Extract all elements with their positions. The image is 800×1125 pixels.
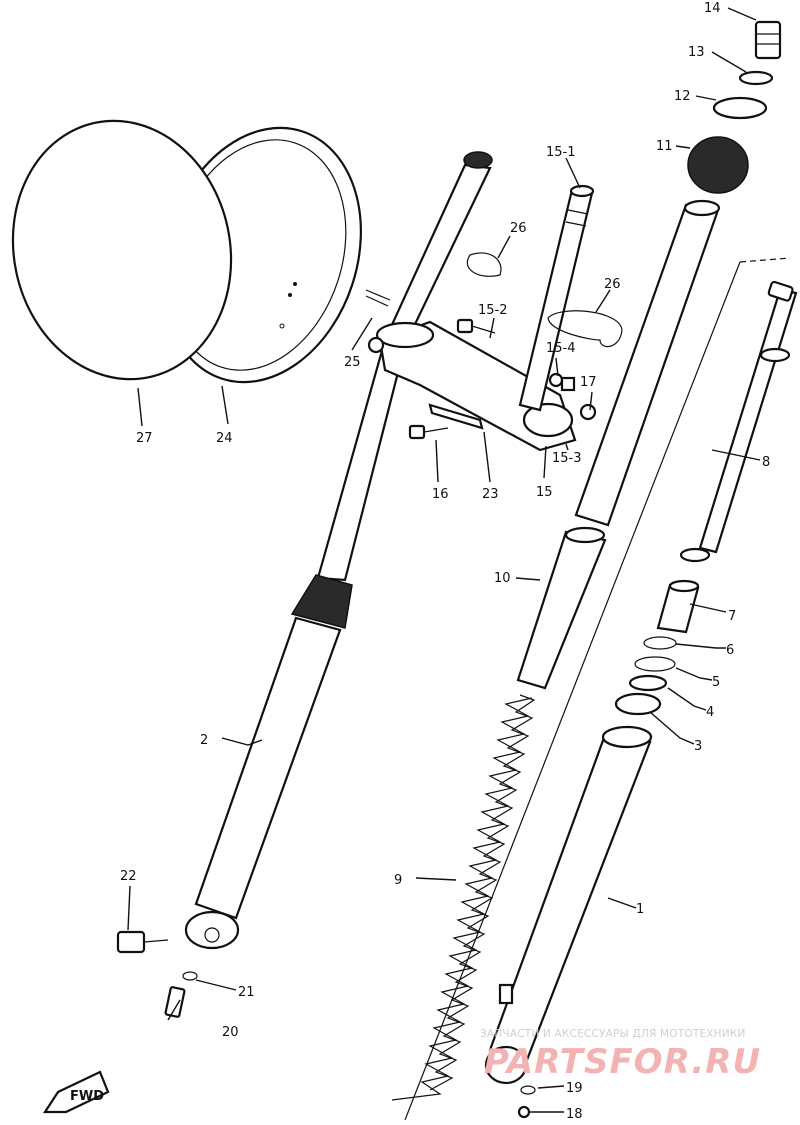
callout-17: 17 — [580, 375, 597, 390]
headlight-lens-27 — [11, 119, 233, 381]
callout-24: 24 — [216, 431, 233, 446]
callout-10: 10 — [494, 571, 511, 586]
nut-15-3 — [560, 376, 576, 392]
callout-8: 8 — [762, 455, 770, 470]
bolt-18 — [517, 1105, 531, 1119]
site-watermark: ЗАПЧАСТИ И АКСЕССУАРЫ ДЛЯ МОТОТЕХНИКИ PA… — [480, 1028, 798, 1088]
callout-14: 14 — [704, 1, 721, 16]
damper-rod-8 — [679, 280, 798, 563]
o-rings-26 — [466, 252, 623, 348]
callout-labels: 1 2 3 4 5 6 7 8 9 10 11 12 13 14 15 15-1… — [120, 1, 770, 1122]
callout-1: 1 — [636, 902, 644, 917]
lower-bracket-15 — [367, 320, 577, 452]
steering-stem-15-1 — [518, 184, 595, 412]
callout-4: 4 — [706, 705, 714, 720]
callout-15: 15 — [536, 485, 553, 500]
spacer-7 — [656, 579, 700, 634]
callout-13: 13 — [688, 45, 705, 60]
callout-9: 9 — [394, 873, 402, 888]
bolt-22 — [116, 930, 169, 954]
dust-seal-11 — [687, 136, 749, 194]
bolt-20 — [164, 986, 186, 1018]
bolt-16 — [408, 424, 449, 440]
cap-bolt-14 — [754, 20, 782, 60]
callout-6: 6 — [726, 643, 734, 658]
callout-27: 27 — [136, 431, 153, 446]
washer-19 — [520, 1085, 536, 1095]
callout-15-2: 15-2 — [478, 303, 508, 318]
seal-3 — [614, 692, 662, 716]
assembly-guide-line — [404, 257, 791, 1121]
washer-5 — [634, 656, 676, 672]
callout-2: 2 — [200, 733, 208, 748]
callout-22: 22 — [120, 869, 137, 884]
nut-17 — [579, 403, 597, 421]
callout-25: 25 — [344, 355, 361, 370]
right-fork-outer-tube-1 — [484, 725, 653, 1085]
ring-13 — [738, 70, 774, 86]
callout-3: 3 — [694, 739, 702, 754]
watermark-caption: ЗАПЧАСТИ И АКСЕССУАРЫ ДЛЯ МОТОТЕХНИКИ — [480, 1028, 746, 1040]
leader-lines — [127, 7, 761, 1113]
callout-21: 21 — [238, 985, 255, 1000]
callout-26-right: 26 — [604, 277, 621, 292]
callout-16: 16 — [432, 487, 449, 502]
callout-15-3: 15-3 — [552, 451, 582, 466]
callout-11: 11 — [656, 139, 673, 154]
callout-15-1: 15-1 — [546, 145, 576, 160]
watermark-logo: PARTSFOR.RU — [484, 1042, 762, 1082]
fork-spring-9 — [391, 694, 536, 1101]
callout-23: 23 — [482, 487, 499, 502]
callout-26-upper: 26 — [510, 221, 527, 236]
left-fork-leg-2 — [184, 151, 493, 950]
callout-18: 18 — [566, 1107, 583, 1122]
clamp-23 — [428, 403, 484, 430]
washer-12 — [712, 96, 768, 120]
clip-6 — [643, 636, 677, 650]
fwd-arrow-icon: FWD — [42, 1070, 110, 1114]
callout-12: 12 — [674, 89, 691, 104]
washer-21 — [182, 971, 198, 981]
clip-25 — [365, 289, 391, 307]
callout-19: 19 — [566, 1081, 583, 1096]
callout-5: 5 — [712, 675, 720, 690]
bolt-15-2 — [456, 318, 496, 334]
callout-15-4: 15-4 — [546, 341, 576, 356]
right-fork-inner-tube-10 — [516, 199, 721, 690]
seal-4 — [628, 674, 668, 692]
callout-20: 20 — [222, 1025, 239, 1040]
callout-7: 7 — [728, 609, 736, 624]
fwd-label: FWD — [70, 1089, 104, 1104]
nut-15-4 — [548, 372, 564, 388]
